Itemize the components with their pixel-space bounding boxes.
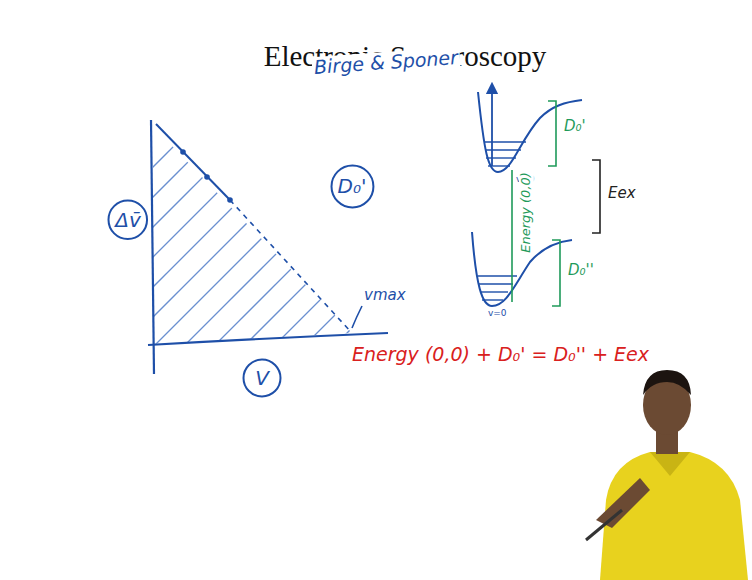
- data-point: [204, 174, 210, 180]
- circled-symbol: V: [242, 358, 282, 398]
- circle-outline: [331, 165, 373, 207]
- vibrational-levels: [484, 142, 526, 166]
- vibrational-levels: [478, 276, 517, 300]
- dissociation-label: D₀': [562, 118, 588, 135]
- symbol-text: Δv̄: [115, 209, 141, 231]
- dissociation-label: D₀'': [566, 262, 596, 279]
- bracket: [592, 160, 600, 233]
- hatching: [100, 20, 480, 400]
- symbol-text: V: [255, 367, 269, 389]
- bracket: [548, 101, 556, 166]
- data-point: [180, 149, 186, 155]
- data-point: [227, 197, 233, 203]
- bracket: [552, 240, 560, 306]
- transition-line: [511, 170, 513, 302]
- circle-outline: [109, 201, 148, 240]
- y-axis: [151, 120, 154, 374]
- energy-label: Energy (0,0): [519, 170, 534, 255]
- leader-line: [352, 306, 362, 328]
- circled-symbol: Δv̄: [107, 199, 149, 241]
- presenter: [586, 370, 748, 580]
- data-line: [156, 124, 230, 200]
- equation: Energy (0,0) + D₀' = D₀'' + Eex: [350, 344, 651, 366]
- circled-symbol: D₀': [330, 164, 375, 209]
- axis-limit-label: vmax: [362, 287, 408, 304]
- circle-outline: [244, 360, 281, 397]
- excitation-label: Eex: [606, 185, 638, 202]
- extrapolation: [230, 200, 351, 332]
- level-label: v=0: [486, 308, 509, 318]
- dissociation-arrow: [491, 88, 493, 166]
- symbol-text: D₀': [338, 175, 367, 197]
